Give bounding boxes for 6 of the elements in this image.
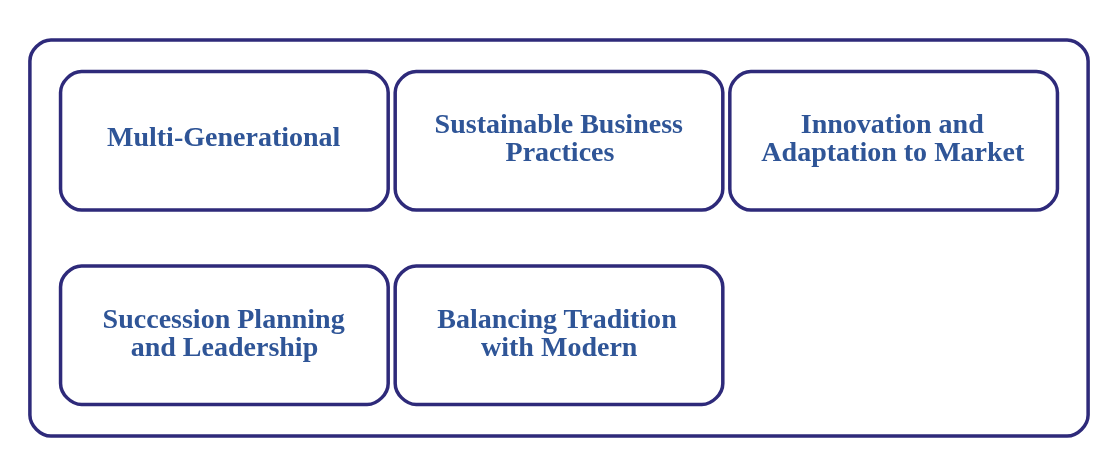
node-box: Sustainable Business Practices: [393, 69, 725, 212]
cluster: [28, 38, 1090, 438]
node-box: Succession Planning and Leadership: [58, 264, 390, 407]
node-box: Balancing Tradition with Modern: [393, 264, 725, 407]
node-box: Innovation and Adaptation to Market: [728, 69, 1060, 212]
node-box: Multi-Generational: [58, 69, 390, 212]
